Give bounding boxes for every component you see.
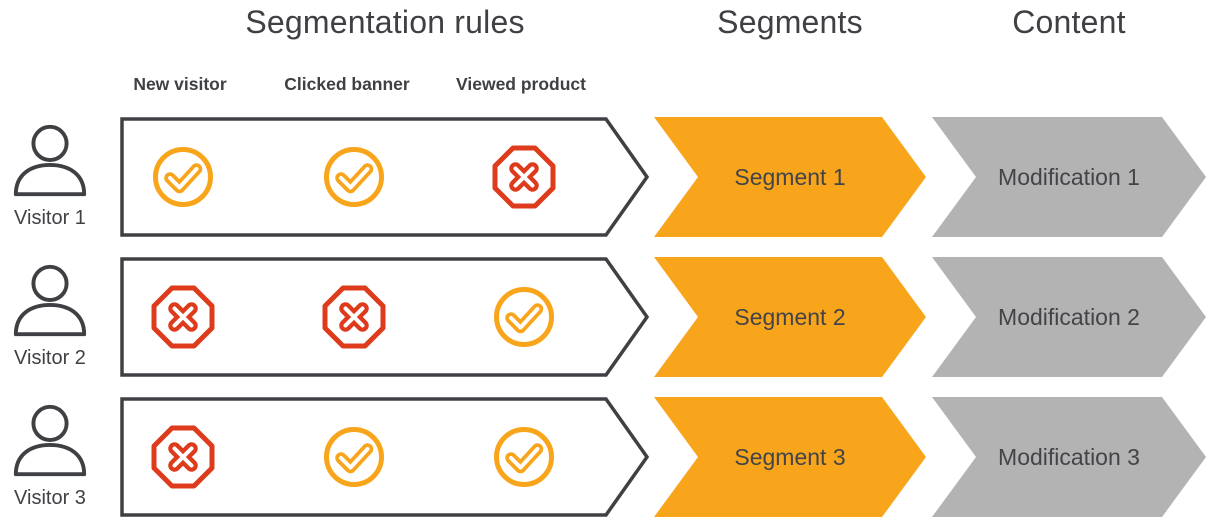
- segments-title: Segments: [717, 4, 863, 40]
- visitor: Visitor 1: [0, 117, 100, 237]
- content-title: Content: [1012, 4, 1126, 40]
- check-circle-icon: [494, 427, 554, 487]
- segment-arrow: Segment 1: [654, 117, 926, 237]
- modification-label: Modification 2: [998, 303, 1140, 330]
- rules-box: [120, 397, 650, 517]
- column-header-clicked-banner: Clicked banner: [284, 74, 410, 94]
- person-icon: [13, 264, 87, 337]
- visitor-row: Visitor 2 Segment 2 Modification 2: [0, 257, 1206, 377]
- rule-icon: [151, 425, 215, 489]
- cross-octagon-icon: [492, 145, 556, 209]
- rule-icon: [151, 285, 215, 349]
- rule-icon: [151, 145, 215, 209]
- rule-icon: [492, 285, 556, 349]
- rule-icon: [322, 425, 386, 489]
- column-header-viewed-product: Viewed product: [456, 74, 586, 94]
- check-circle-icon: [324, 427, 384, 487]
- segment-arrow: Segment 2: [654, 257, 926, 377]
- rule-icon: [322, 145, 386, 209]
- segment-label: Segment 1: [734, 163, 846, 190]
- visitor-row: Visitor 3 Segment 3 Modification 3: [0, 397, 1206, 517]
- visitor-label: Visitor 1: [14, 207, 86, 229]
- rule-icon: [492, 145, 556, 209]
- person-icon: [0, 119, 100, 205]
- cross-octagon-icon: [151, 425, 215, 489]
- check-circle-icon: [153, 147, 213, 207]
- segment-label: Segment 2: [734, 303, 846, 330]
- rule-icon: [322, 285, 386, 349]
- person-icon: [13, 404, 87, 477]
- visitor: Visitor 2: [0, 257, 100, 377]
- cross-octagon-icon: [322, 285, 386, 349]
- segmentation-rules-title: Segmentation rules: [245, 4, 525, 40]
- check-circle-icon: [494, 287, 554, 347]
- visitor-row: Visitor 1 Segment 1 Modification 1: [0, 117, 1206, 237]
- rule-icon: [492, 425, 556, 489]
- column-header-new-visitor: New visitor: [133, 74, 227, 94]
- modification-arrow: Modification 1: [932, 117, 1206, 237]
- cross-octagon-icon: [151, 285, 215, 349]
- visitor: Visitor 3: [0, 397, 100, 517]
- segment-label: Segment 3: [734, 443, 846, 470]
- visitor-label: Visitor 3: [14, 487, 86, 509]
- person-icon: [0, 399, 100, 485]
- modification-arrow: Modification 2: [932, 257, 1206, 377]
- person-icon: [13, 124, 87, 197]
- modification-label: Modification 3: [998, 443, 1140, 470]
- modification-arrow: Modification 3: [932, 397, 1206, 517]
- visitor-label: Visitor 2: [14, 347, 86, 369]
- modification-label: Modification 1: [998, 163, 1140, 190]
- person-icon: [0, 259, 100, 345]
- segment-arrow: Segment 3: [654, 397, 926, 517]
- check-circle-icon: [324, 147, 384, 207]
